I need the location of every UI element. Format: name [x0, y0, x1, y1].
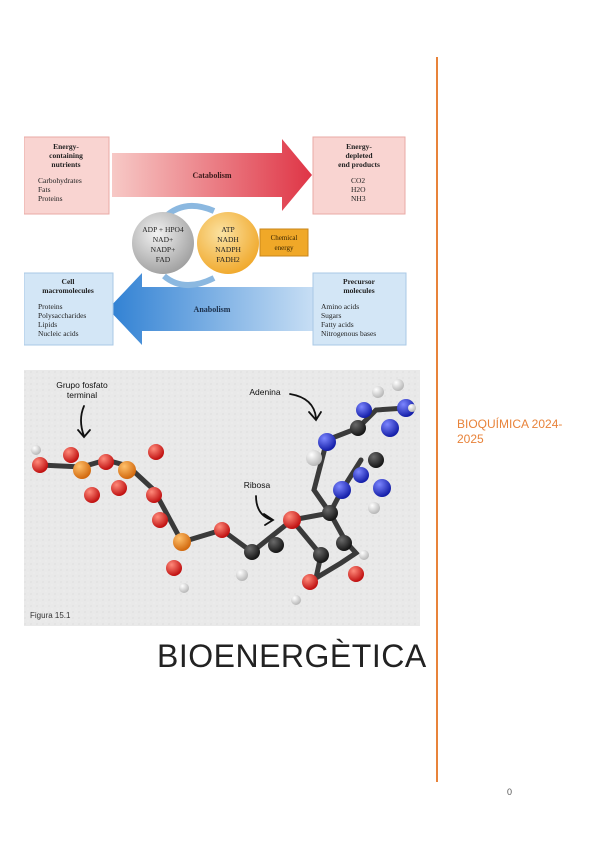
macro-item: Polysaccharides	[38, 311, 86, 320]
low-energy-carrier-ball	[132, 212, 194, 274]
cell-macromolecules-box	[24, 272, 114, 346]
anabolism-arrow	[108, 273, 324, 345]
chemical-energy-box	[259, 228, 309, 257]
macro-item: Lipids	[38, 320, 57, 329]
nadph-label: NADPH	[215, 245, 241, 254]
nutrients-title-3: nutrients	[51, 160, 80, 169]
endproducts-title-1: Energy-	[346, 142, 372, 151]
precursor-item: Amino acids	[321, 302, 359, 311]
nutrients-title-1: Energy-	[53, 142, 79, 151]
energy-nutrients-box	[24, 136, 110, 215]
chemical-energy-line-2: energy	[275, 244, 294, 252]
endproduct-item: CO2	[351, 176, 365, 185]
catabolism-arrow	[112, 139, 312, 211]
endproduct-item: H2O	[351, 185, 366, 194]
ribose-arrow	[255, 495, 275, 526]
figure-caption: Figura 15.1	[30, 611, 71, 620]
endproducts-title-2: depleted	[345, 151, 373, 160]
page-number: 0	[507, 787, 513, 797]
nutrients-title-2: containing	[49, 151, 83, 160]
precursor-title-1: Precursor	[343, 277, 376, 286]
nadp-label: NADP+	[151, 245, 176, 254]
course-label: BIOQUÍMICA 2024-2025	[457, 417, 563, 446]
precursor-item: Nitrogenous bases	[321, 329, 376, 338]
precursor-molecules-box	[312, 272, 407, 346]
atp-molecule-figure: Grupo fosfato terminal Adenina Ribosa Fi…	[24, 370, 420, 626]
macro-title-1: Cell	[62, 277, 75, 286]
high-energy-carrier-ball	[197, 212, 259, 274]
nad-label: NAD+	[153, 235, 173, 244]
catabolism-label: Catabolism	[192, 171, 231, 180]
vertical-divider	[436, 57, 438, 782]
nutrient-item: Carbohydrates	[38, 176, 82, 185]
nutrient-item: Proteins	[38, 194, 63, 203]
nadh-label: NADH	[217, 235, 239, 244]
precursor-item: Fatty acids	[321, 320, 354, 329]
nutrient-item: Fats	[38, 185, 51, 194]
adp-label: ADP + HPO4	[142, 225, 184, 234]
macro-title-2: macromolecules	[42, 286, 94, 295]
endproduct-item: NH3	[351, 194, 366, 203]
fad-label: FAD	[156, 255, 171, 264]
phosphate-label-line-1: Grupo fosfato	[56, 380, 108, 390]
document-title: BIOENERGÈTICA	[157, 638, 427, 674]
fadh2-label: FADH2	[216, 255, 240, 264]
metabolism-diagram: Energy- containing nutrients Carbohydrat…	[24, 136, 407, 346]
adenine-arrow	[289, 393, 322, 422]
end-products-box	[312, 136, 406, 215]
phosphate-arrow	[77, 405, 91, 439]
adenine-label: Adenina	[249, 387, 280, 397]
precursor-title-2: molecules	[343, 286, 374, 295]
anabolism-label: Anabolism	[194, 305, 231, 314]
endproducts-title-3: end products	[338, 160, 380, 169]
precursor-item: Sugars	[321, 311, 341, 320]
ribose-label: Ribosa	[244, 480, 271, 490]
macro-item: Proteins	[38, 302, 63, 311]
atp-label: ATP	[221, 225, 234, 234]
chemical-energy-line-1: Chemical	[271, 234, 298, 242]
phosphate-label-line-2: terminal	[67, 390, 97, 400]
macro-item: Nucleic acids	[38, 329, 79, 338]
